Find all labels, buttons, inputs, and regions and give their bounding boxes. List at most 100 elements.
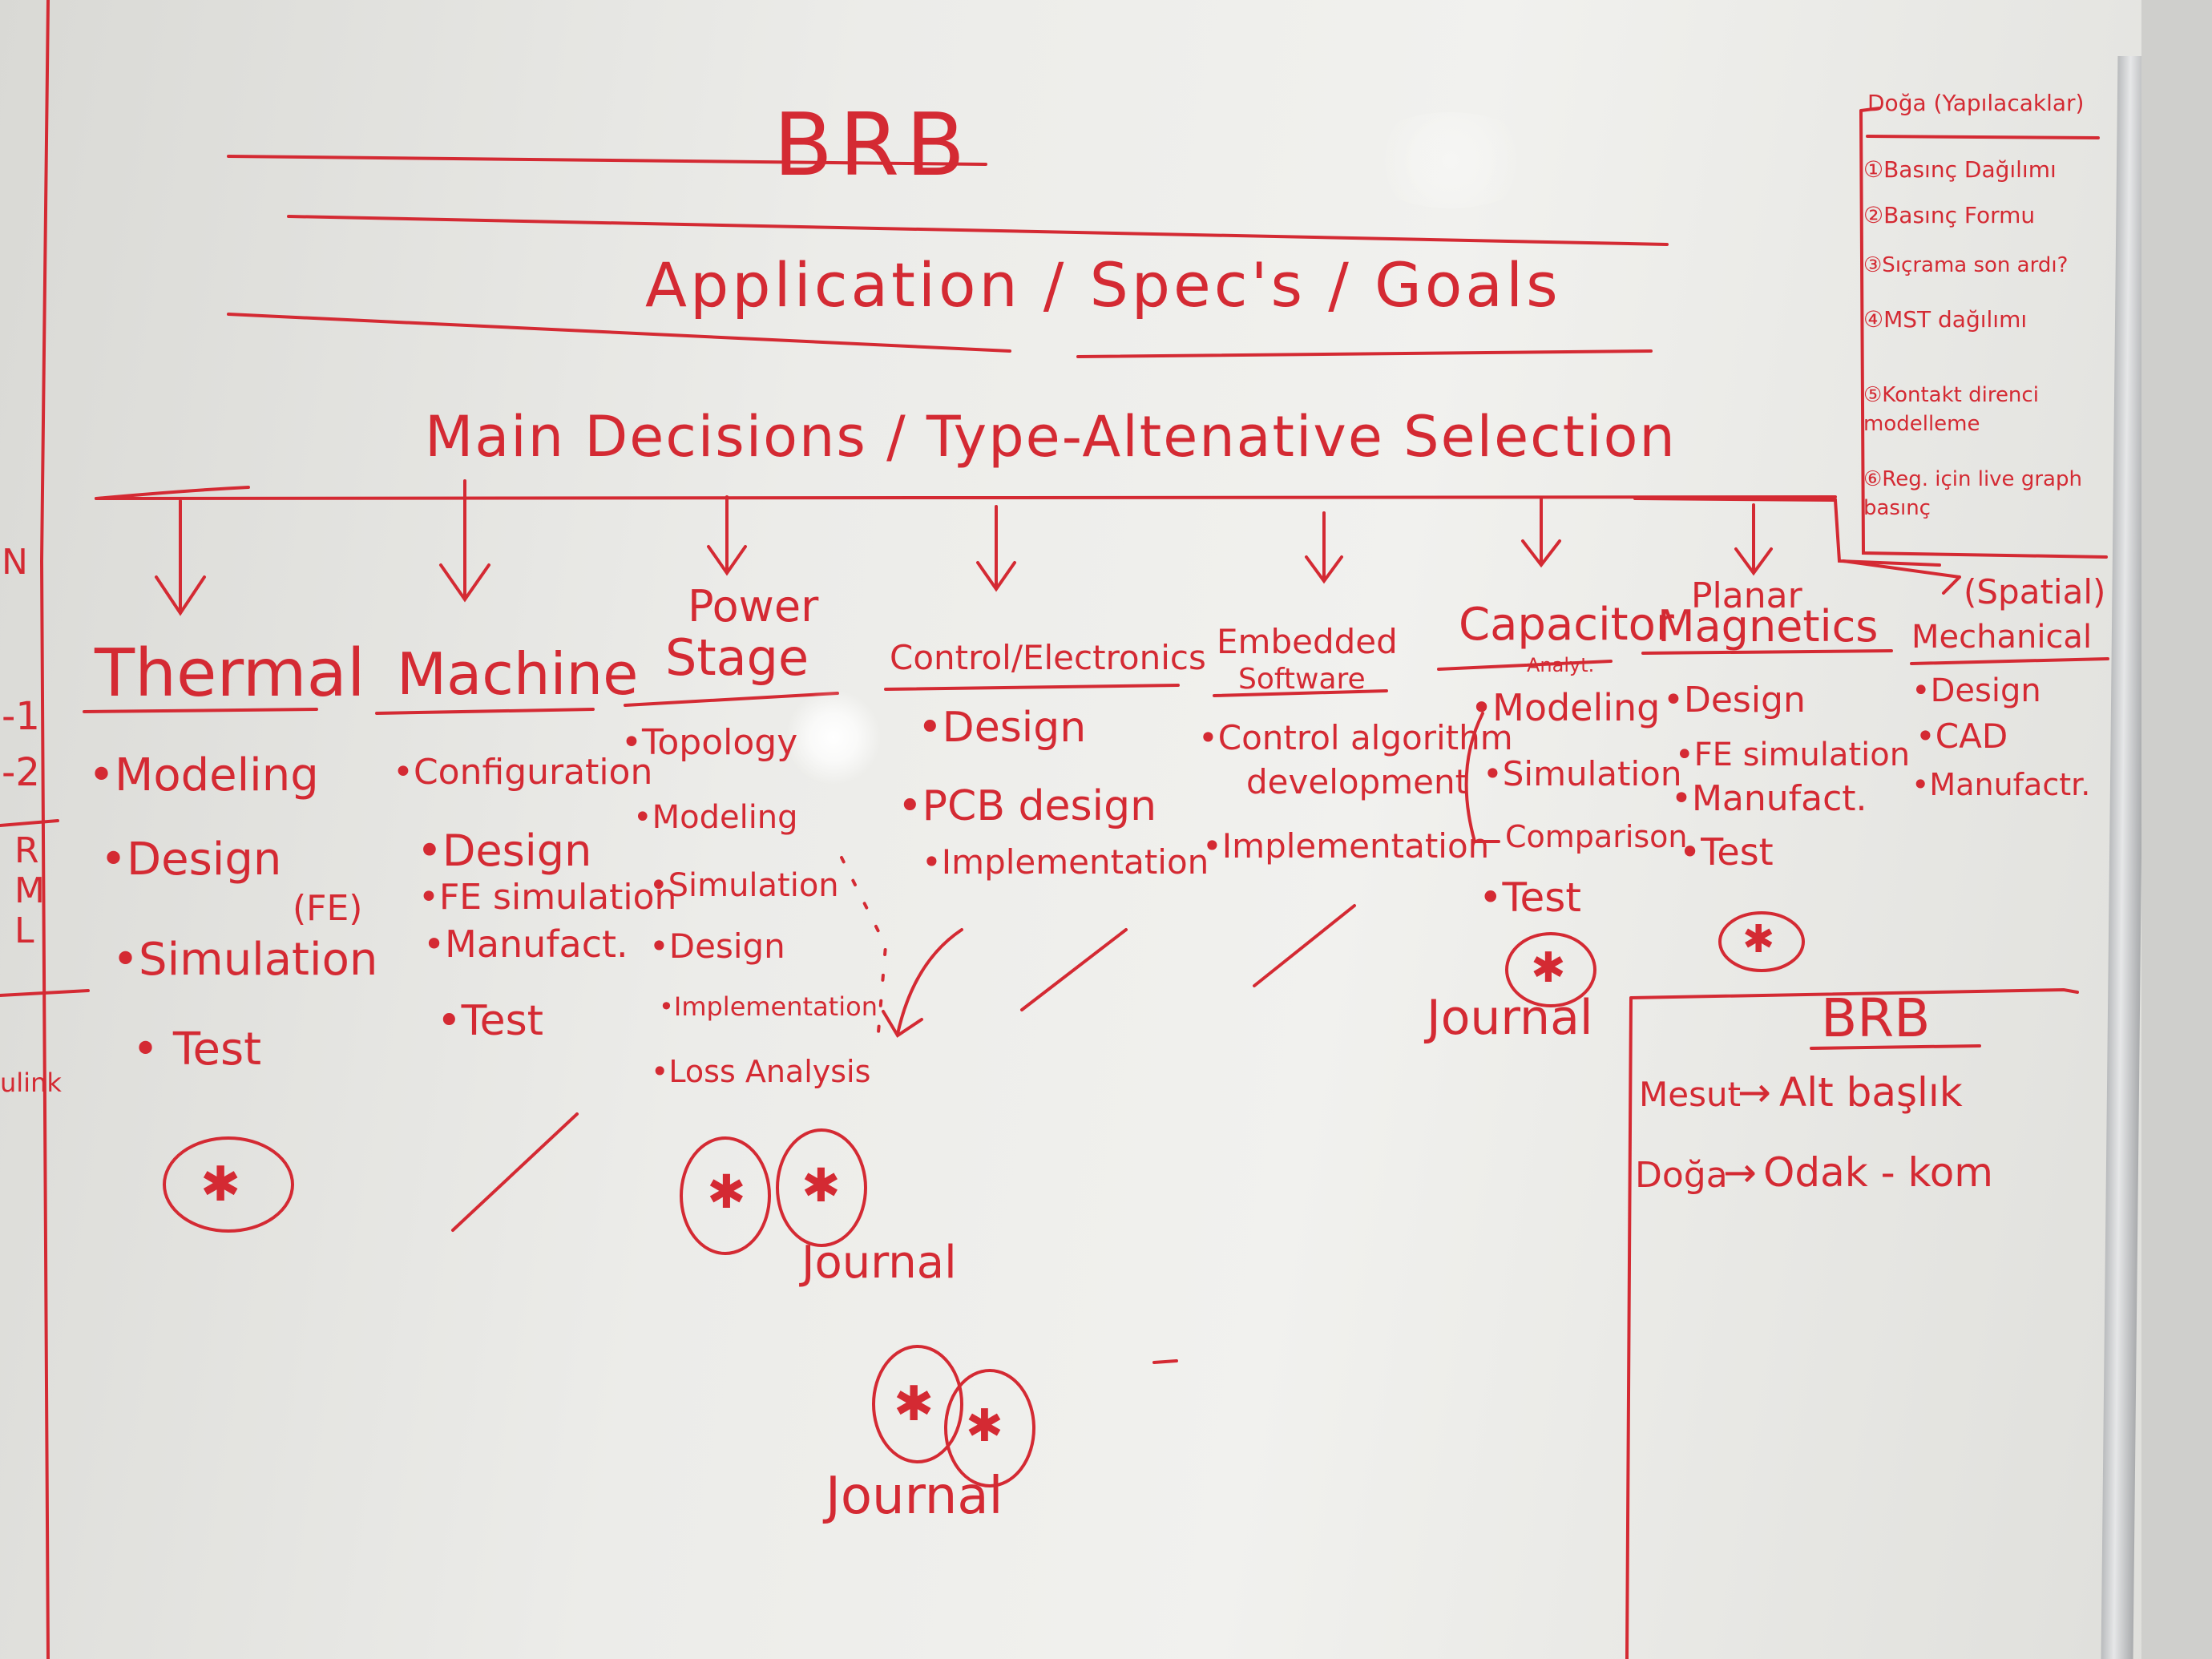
- thermal-header: Thermal: [95, 636, 365, 712]
- magnetics-star: ✱: [1742, 917, 1775, 962]
- dash-mark: [1152, 1359, 1178, 1364]
- brb-box-row-arrow: →: [1723, 1149, 1757, 1196]
- subtitle-underline-2: [1076, 349, 1653, 358]
- left-divider-bottom: [0, 989, 90, 997]
- capacitor-item: •Modeling: [1471, 686, 1661, 729]
- thermal-star-circle: [163, 1136, 294, 1233]
- mechanical-item: •CAD: [1915, 716, 2008, 756]
- brb-box-row-name: Doğa: [1635, 1155, 1728, 1196]
- capacitor-journal-label: Journal: [1427, 990, 1593, 1046]
- power-header-top: Power: [688, 581, 819, 632]
- side-note-item: ③Sıçrama son ardı?: [1863, 253, 2069, 277]
- magnetics-item: •Test: [1679, 830, 1774, 874]
- power-item: •Modeling: [633, 799, 798, 836]
- magnetics-underline: [1641, 649, 1893, 655]
- thermal-item: • Test: [132, 1023, 262, 1076]
- mechanical-item: •Design: [1911, 672, 2041, 709]
- machine-item: •Design: [417, 825, 592, 876]
- mechanical-header-top: (Spatial): [1964, 572, 2106, 612]
- machine-header: Machine: [397, 640, 639, 708]
- machine-item: •Manufact.: [423, 922, 628, 966]
- journal-star-circle-1: [872, 1345, 963, 1463]
- power-star-circle-1: [680, 1136, 771, 1255]
- brb-box-row-name: Mesut: [1639, 1075, 1742, 1114]
- brb-box-title-underline: [1810, 1044, 1981, 1050]
- wall: [2141, 0, 2212, 1659]
- thermal-underline: [83, 708, 318, 713]
- power-item: •Implementation: [659, 991, 878, 1022]
- power-star: ✱: [707, 1165, 746, 1219]
- embedded-underline: [1213, 689, 1388, 697]
- magnetics-item: •Design: [1663, 680, 1806, 721]
- board-title: BRB: [773, 95, 972, 196]
- power-item: •Topology: [621, 722, 798, 763]
- thermal-item: •Modeling: [88, 749, 319, 801]
- slash-embedded: [1253, 904, 1356, 987]
- arrow-control: [976, 505, 1016, 592]
- control-item: •PCB design: [898, 782, 1157, 830]
- capacitor-bracket: [1464, 712, 1500, 843]
- side-note-box: [1859, 107, 2108, 559]
- mechanical-header-bottom: Mechanical: [1911, 619, 2093, 656]
- power-item: •Simulation: [649, 867, 839, 904]
- capacitor-item: •Test: [1479, 874, 1581, 921]
- thermal-item: •Design: [100, 834, 282, 886]
- control-curve-arrow: [882, 928, 963, 1038]
- branch-curl: [95, 486, 250, 500]
- capacitor-item: Comparison: [1505, 819, 1688, 854]
- capacitor-item: •Simulation: [1483, 754, 1682, 793]
- light-glare: [785, 689, 882, 785]
- thermal-star: ✱: [200, 1156, 241, 1213]
- side-note-title: Doğa (Yapılacaklar): [1867, 90, 2085, 116]
- branch-main-line: [95, 495, 1837, 500]
- journal-star: ✱: [894, 1376, 934, 1432]
- left-edge-fragment: R: [14, 830, 39, 871]
- side-note-item: ⑥Reg. için live graph basınç: [1863, 467, 2082, 521]
- power-header-bottom: Stage: [665, 628, 809, 687]
- title-underline-1: [227, 155, 987, 166]
- slash-machine: [451, 1112, 579, 1232]
- side-note-item: ②Basınç Formu: [1863, 202, 2036, 228]
- embedded-item: •Control algorithm: [1198, 718, 1513, 757]
- left-edge-fragment: N: [2, 542, 28, 583]
- left-edge-fragment: ulink: [0, 1068, 62, 1098]
- board-subtitle: Application / Spec's / Goals: [645, 249, 1561, 321]
- power-star: ✱: [801, 1158, 841, 1213]
- arrow-mechanical: [1842, 559, 1961, 595]
- control-header: Control/Electronics: [890, 638, 1206, 677]
- capacitor-note: Analyt.: [1527, 654, 1595, 676]
- arrow-magnetics: [1734, 503, 1773, 576]
- magnetics-star-circle: [1718, 911, 1805, 972]
- embedded-header-bottom: Software: [1238, 663, 1366, 696]
- side-note-item: ①Basınç Dağılımı: [1863, 156, 2057, 183]
- embedded-item: development: [1246, 762, 1469, 801]
- brb-box-row-value: Alt başlık: [1779, 1069, 1963, 1116]
- machine-item: •Configuration: [393, 752, 653, 793]
- brb-box-row-arrow: →: [1738, 1069, 1771, 1116]
- decision-line: Main Decisions / Type-Altenative Selecti…: [425, 404, 1677, 470]
- brb-box-row-value: Odak - kom: [1763, 1149, 1993, 1196]
- left-edge-fragment: L: [14, 910, 34, 951]
- thermal-fe-note: (FE): [293, 888, 363, 929]
- power-star-circle-2: [776, 1128, 867, 1247]
- bottom-journal-label: Journal: [825, 1467, 1003, 1526]
- machine-item: •Test: [437, 997, 544, 1045]
- brb-box-title: BRB: [1821, 987, 1931, 1049]
- left-border-line: [39, 0, 50, 1659]
- power-journal-label: Journal: [801, 1237, 957, 1289]
- side-note-item: ⑤Kontakt direnci modelleme: [1863, 383, 2039, 437]
- left-edge-fragment: M: [14, 870, 45, 911]
- machine-item: •FE simulation: [418, 877, 677, 918]
- left-divider-top: [0, 819, 59, 827]
- title-underline-2: [287, 215, 1669, 246]
- embedded-header-top: Embedded: [1217, 622, 1398, 661]
- control-item: •Design: [918, 704, 1087, 752]
- magnetics-header-bottom: Magnetics: [1657, 601, 1879, 652]
- thermal-item: •Simulation: [112, 934, 378, 986]
- arrow-thermal: [155, 499, 206, 616]
- machine-underline: [375, 708, 595, 715]
- mechanical-item: •Manufactr.: [1911, 767, 2091, 802]
- light-glare-top: [1362, 112, 1539, 208]
